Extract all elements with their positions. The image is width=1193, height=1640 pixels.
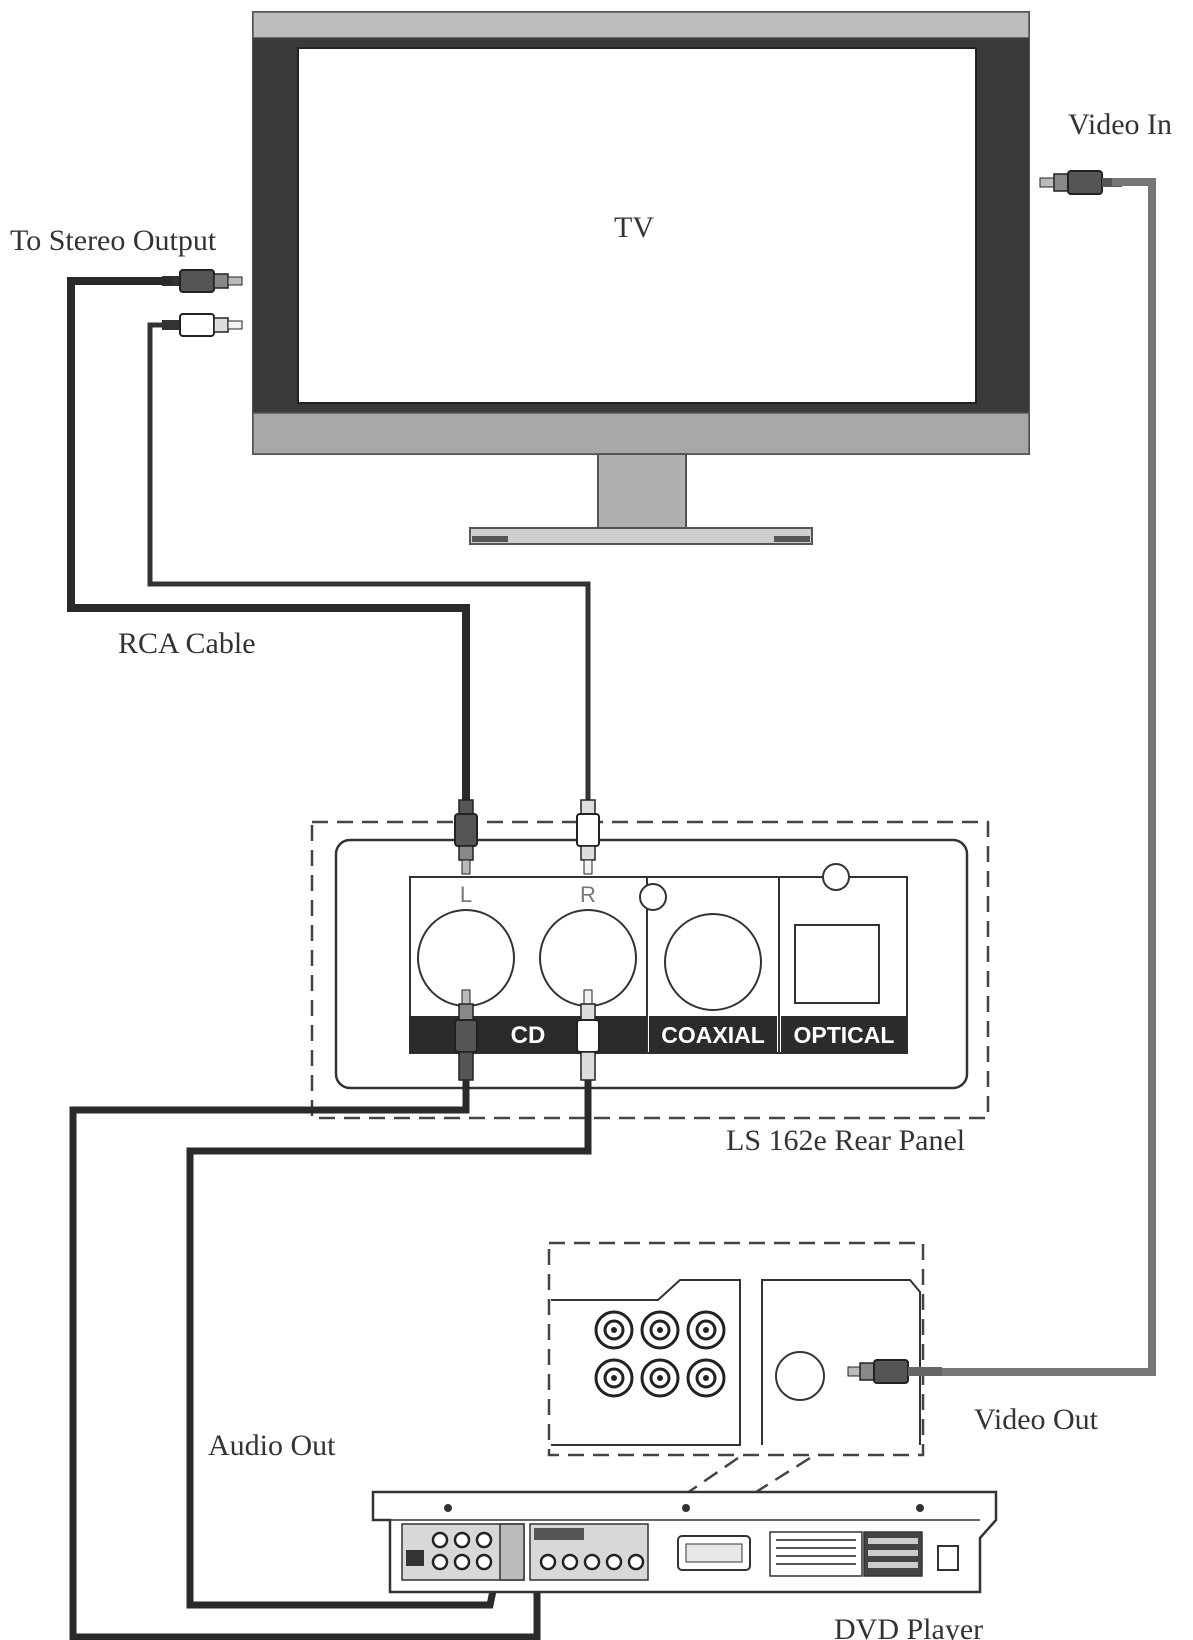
optical-label: OPTICAL (794, 1022, 895, 1048)
dvd-detail-zoom (547, 1241, 942, 1457)
tv-audio-plug-right (162, 313, 243, 337)
rear-panel-caption: LS 162e Rear Panel (726, 1124, 965, 1157)
tv-bottom-strip (252, 412, 1030, 455)
coaxial-screw (639, 883, 667, 911)
tv-audio-plug-left (162, 269, 243, 293)
tv-screen (297, 47, 977, 404)
coaxial-label: COAXIAL (661, 1022, 765, 1048)
zoom-guide-line-left (647, 1456, 739, 1522)
tv-base (469, 527, 813, 545)
panel-top-plug-right (576, 799, 600, 875)
tv-label: TV (614, 211, 654, 244)
video-cable (940, 178, 1156, 1376)
label-dvd-player: DVD Player (834, 1613, 983, 1640)
optical-screw (822, 863, 850, 891)
label-video-in: Video In (1068, 108, 1172, 141)
panel-bottom-plug-left (454, 989, 478, 1081)
optical-port (794, 924, 880, 1004)
tv: TV (252, 11, 1030, 545)
panel-top-plug-left (454, 799, 478, 875)
label-video-out: Video Out (974, 1403, 1099, 1436)
dvd-video-connectors (529, 1523, 649, 1581)
dvd-detail-audio-section (551, 1279, 741, 1446)
dvd-video-out-plug (847, 1359, 942, 1384)
jack-label-l: L (460, 882, 472, 907)
dvd-detail-jacks (594, 1310, 726, 1398)
optical-label-band (781, 1016, 907, 1053)
rear-panel: L R CD COAXIAL OPTICAL (310, 820, 990, 1120)
dvd-detail-video-section (761, 1279, 921, 1445)
label-rca-cable: RCA Cable (118, 627, 256, 660)
dvd-detail-video-jack (775, 1351, 825, 1401)
dvd-detail-dashed-box (547, 1241, 925, 1457)
coaxial-jack (664, 913, 762, 1011)
label-to-stereo-output: To Stereo Output (10, 224, 217, 257)
label-audio-out: Audio Out (208, 1429, 336, 1462)
dvd-audio-connectors (401, 1523, 525, 1581)
tv-base-foot-left (472, 536, 508, 542)
dvd-rating-label (769, 1531, 923, 1577)
tv-base-foot-right (774, 536, 810, 542)
rca-cable-right (147, 322, 591, 808)
cd-label-band (410, 1016, 647, 1053)
tv-video-plug (1039, 170, 1122, 195)
rca-cable-left (67, 277, 470, 808)
jack-label-r: R (580, 882, 596, 907)
tv-top-strip (252, 11, 1030, 39)
panel-bottom-plug-right (576, 989, 600, 1081)
dvd-power-switch (937, 1545, 959, 1571)
cd-label: CD (511, 1022, 546, 1049)
audio-out-cable-left (69, 1080, 541, 1640)
rear-panel-dashed-box (310, 820, 990, 1120)
tv-neck (597, 453, 687, 531)
coaxial-label-band (649, 1016, 777, 1053)
dvd-player (371, 1490, 998, 1594)
